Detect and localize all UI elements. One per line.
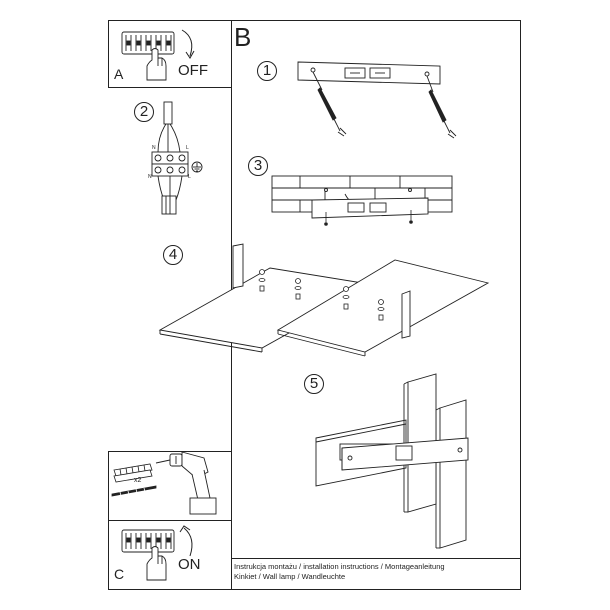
rear-vertical-panel — [435, 399, 467, 549]
screws — [324, 210, 413, 226]
caption-frame — [231, 558, 521, 590]
wall-plug-screw-right — [426, 75, 457, 139]
rotate-up-arrow-icon — [179, 525, 193, 557]
right-panel — [276, 259, 490, 357]
wall-plug-screw-left — [312, 71, 347, 137]
off-label: OFF — [178, 62, 208, 79]
hand-icon — [146, 48, 167, 81]
step-3-marker: 3 — [248, 156, 268, 176]
right-post — [401, 290, 411, 339]
caption-line-2: Kinkiet / Wall lamp / Wandleuchte — [234, 572, 346, 581]
panel-a-letter: A — [114, 66, 124, 82]
panel-fasteners — [258, 269, 385, 321]
terminal-block — [151, 151, 189, 177]
step-5-marker: 5 — [304, 374, 324, 394]
drill-icon — [155, 451, 217, 515]
mounting-bracket — [297, 61, 441, 85]
neutral-label-bottom: N — [148, 174, 152, 180]
screw-count-label: x2 — [134, 477, 142, 484]
panel-a-frame — [108, 20, 232, 88]
on-label: ON — [178, 556, 201, 573]
caption-line-1: Instrukcja montażu / installation instru… — [234, 562, 445, 571]
live-label-bottom: L — [188, 174, 191, 180]
panel-c-frame — [108, 520, 232, 590]
breaker-box-icon — [121, 529, 175, 553]
hand-icon — [146, 546, 167, 581]
breaker-box-icon — [121, 31, 175, 55]
live-label-top: L — [186, 145, 189, 151]
step-2-marker: 2 — [134, 102, 154, 122]
step-4-marker: 4 — [163, 245, 183, 265]
panel-c-letter: C — [114, 566, 125, 582]
panel-b-letter: B — [234, 22, 252, 52]
wall-plugs-icon — [113, 463, 153, 483]
left-post — [232, 243, 244, 289]
cable — [157, 101, 181, 153]
step-1-marker: 1 — [257, 61, 277, 81]
horizontal-arm — [341, 437, 469, 471]
rotate-down-arrow-icon — [181, 29, 195, 59]
ground-symbol-icon — [191, 161, 203, 173]
screw-icon — [111, 485, 157, 497]
lamp-cable — [157, 175, 183, 215]
mounted-bracket — [311, 197, 429, 219]
neutral-label-top: N — [152, 145, 156, 151]
